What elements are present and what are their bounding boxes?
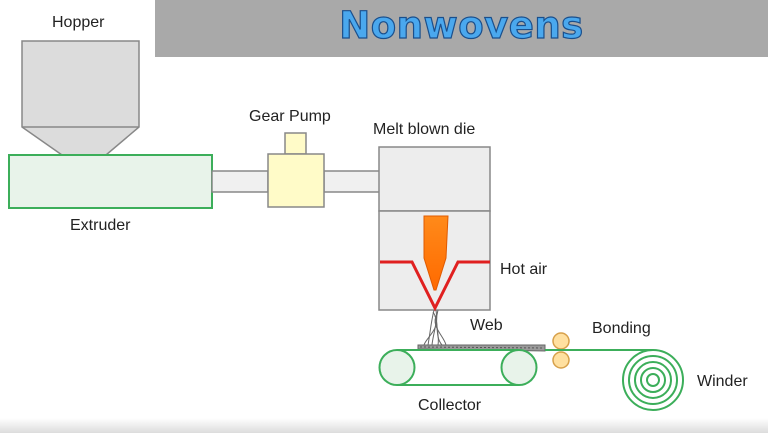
collector: [378, 349, 538, 386]
title-bar: Nonwovens: [155, 0, 768, 57]
hopper-label: Hopper: [52, 14, 105, 31]
hot-air-lines: [380, 260, 490, 312]
bonding-label: Bonding: [592, 320, 651, 337]
bottom-band: [0, 418, 768, 433]
hopper: [21, 40, 140, 156]
slide-title: Nonwovens: [339, 3, 584, 47]
melt-blown-die-label: Melt blown die: [373, 121, 476, 138]
winder-label: Winder: [697, 373, 748, 390]
pipe-extruder-to-pump: [211, 170, 269, 193]
hot-air-label: Hot air: [500, 261, 548, 278]
bonding-rollers: [552, 332, 570, 369]
winder-roll: [622, 349, 684, 411]
fiber-stream: [423, 309, 447, 346]
web-label: Web: [470, 317, 503, 334]
extruder-label: Extruder: [70, 217, 131, 234]
gear-pump-label: Gear Pump: [249, 108, 331, 125]
collector-label: Collector: [418, 397, 482, 414]
melt-blown-die: [378, 146, 491, 311]
gear-pump: [267, 132, 325, 208]
extruder: [8, 154, 213, 209]
pipe-pump-to-die: [323, 170, 381, 193]
